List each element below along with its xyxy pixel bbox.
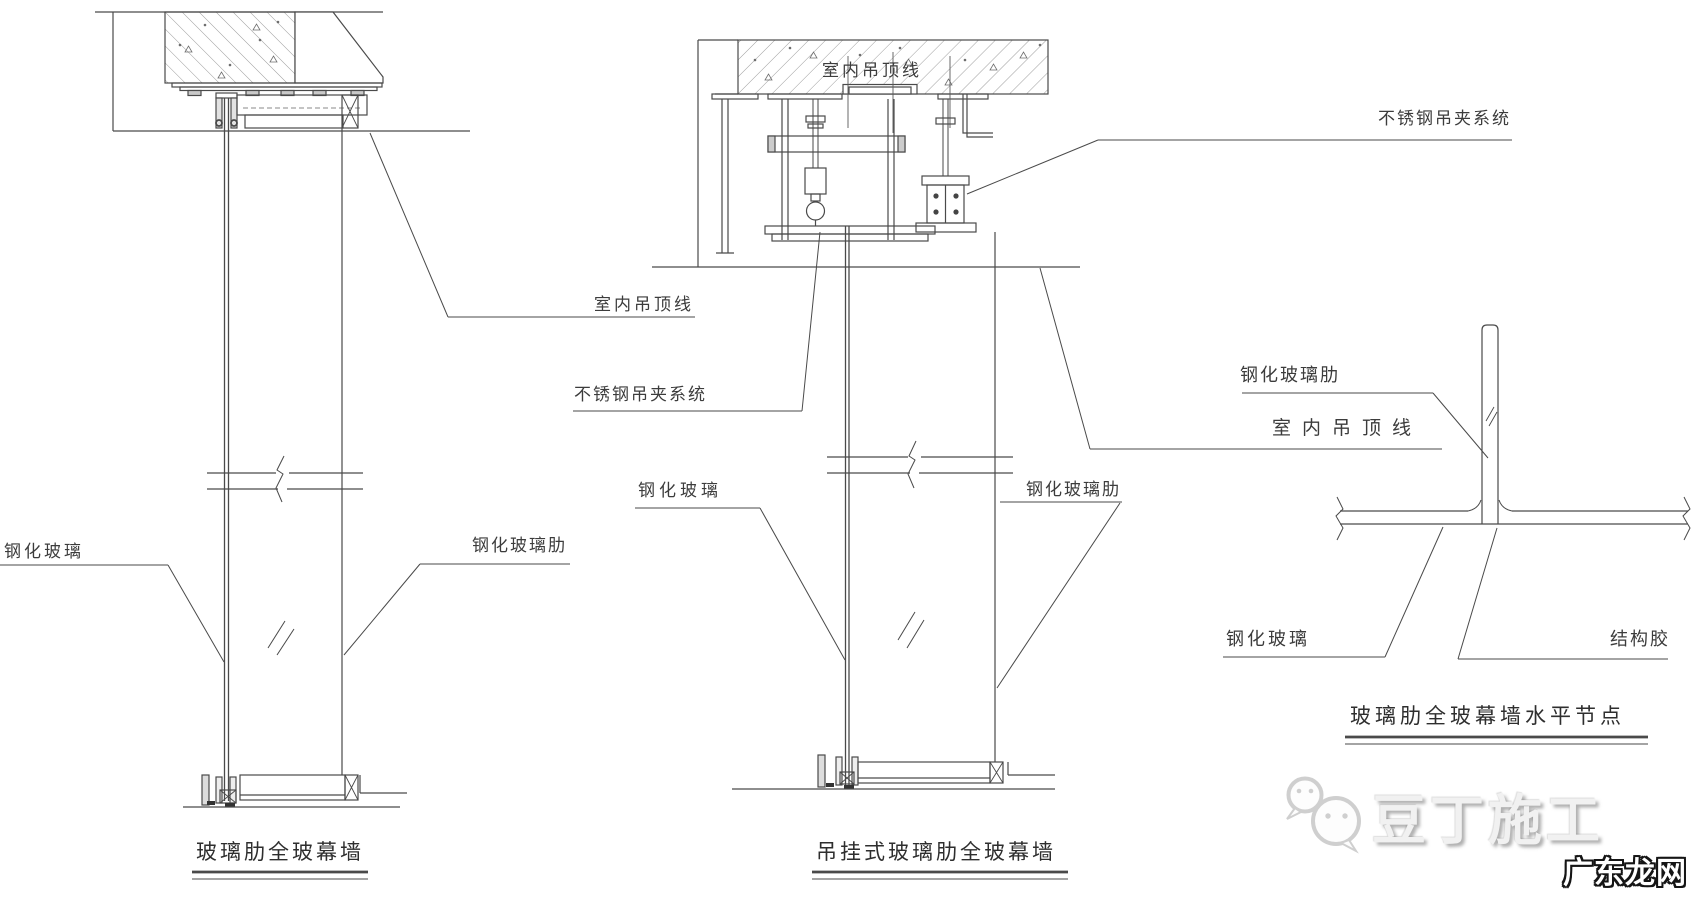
label-tempered-glass-middle: 钢化玻璃 [638, 481, 722, 500]
drawing-title-right: 玻璃肋全玻幕墙水平节点 [1350, 704, 1625, 728]
label-structural-sealant: 结构胶 [1610, 629, 1670, 649]
label-indoor-ceiling-line-slab: 室内吊顶线 [822, 61, 922, 80]
label-indoor-ceiling-line-left: 室内吊顶线 [594, 295, 694, 314]
drawing-title-left: 玻璃肋全玻幕墙 [196, 840, 364, 864]
label-tempered-glass-rib-middle: 钢化玻璃肋 [1026, 480, 1121, 499]
label-stainless-clamp-system-right: 不锈钢吊夹系统 [1378, 109, 1511, 128]
label-tempered-glass-rib-left: 钢化玻璃肋 [472, 536, 567, 555]
label-stainless-clamp-system-left: 不锈钢吊夹系统 [574, 385, 707, 404]
wechat-icon [1286, 776, 1361, 854]
drawing-title-middle: 吊挂式玻璃肋全玻幕墙 [816, 840, 1056, 864]
left-section-linework [0, 11, 821, 880]
watermark-site: 广东龙网 [1563, 857, 1687, 890]
middle-section-linework [635, 39, 1512, 880]
label-indoor-ceiling-line-right: 室内吊顶线 [1272, 418, 1423, 439]
watermark-brand: 豆丁施工 [1372, 791, 1604, 851]
right-node-linework [1223, 324, 1691, 745]
label-tempered-glass-rib-right: 钢化玻璃肋 [1240, 365, 1340, 385]
label-tempered-glass-right: 钢化玻璃 [1226, 629, 1310, 649]
label-tempered-glass-left: 钢化玻璃 [4, 542, 84, 561]
